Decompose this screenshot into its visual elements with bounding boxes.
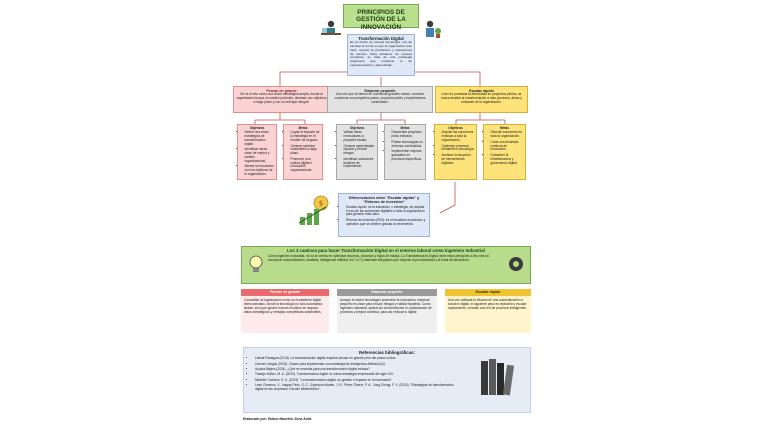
- branch-heading: Empezar pequeño: [364, 89, 396, 93]
- metas-label: Metas: [499, 125, 510, 130]
- list-item: Crear una dinámica continua de innovació…: [491, 140, 524, 153]
- lightbulb-icon: [249, 255, 263, 272]
- caminos-banner: Los 3 caminos para hacer Transformación …: [241, 246, 531, 284]
- objetivos-label: Objetivos: [249, 125, 265, 130]
- camino-card-text: Consolidar la organización como un ecosi…: [244, 297, 323, 314]
- list-item: Lean Cisneros, V., Vargas Pinto, S. C., …: [255, 383, 455, 392]
- camino-card-text: Una vez validada la eficacia de una auto…: [448, 297, 527, 310]
- branch-escalar-rapido: Escalar rápido Una vez probadas la efect…: [435, 86, 528, 113]
- metas-label: Metas: [400, 125, 410, 130]
- branch-empezar-pequeno: Empezar pequeño Una vez que se tienen en…: [327, 86, 433, 113]
- metas-pensar-grande: Metas Lograr el impacto de la estrategia…: [283, 124, 323, 180]
- list-item: Trabajo Núñez, M. A. (2020). Transformac…: [255, 372, 455, 377]
- branch-text: Una vez que se tienen en cuenta las gran…: [334, 92, 426, 105]
- objetivos-empezar-pequeno: Objetivos Validar ideas innovadoras a pe…: [336, 124, 378, 180]
- list-item: Escalar rápido: es la transición, o estr…: [346, 205, 427, 218]
- branch-heading: Escalar rápido: [469, 89, 494, 93]
- metas-escalar-rapido: Metas Difundir soluciones en toda la org…: [483, 124, 526, 180]
- objetivos-pensar-grande: Objetivos Definir una visión estratégica…: [237, 124, 277, 180]
- metas-empezar-pequeno: Metas Desarrollar proyectos piloto exito…: [384, 124, 426, 180]
- list-item: Lograr el impacto de la estrategia en el…: [291, 131, 321, 143]
- list-item: Retorno de inversión (ROI): es el result…: [346, 218, 427, 227]
- list-item: Generar aprendizajes rápidos y reducir r…: [344, 144, 376, 157]
- objetivos-label: Objetivos: [349, 125, 365, 130]
- transformacion-digital-box: Transformación Digital Es un hecho de in…: [347, 34, 415, 76]
- camino-card-escalar-rapido: Escalar rápido Una vez validada la efica…: [445, 289, 531, 333]
- list-item: Generar cambios sostenibles a largo plaz…: [291, 144, 321, 157]
- books-icon: [481, 359, 515, 396]
- list-item: Acelerar la adopción de herramientas dig…: [442, 153, 475, 166]
- list-item: Alinear la innovación con los objetivos …: [245, 165, 275, 177]
- list-item: Validar ideas innovadoras a pequeña esca…: [344, 131, 376, 143]
- objetivos-escalar-rapido: Objetivos Ampliar las soluciones exitosa…: [434, 124, 477, 180]
- growth-chart-illustration: $: [298, 195, 329, 225]
- camino-card-empezar-pequeno: Empezar pequeño Aunque el sector tecnoló…: [337, 289, 437, 333]
- transformacion-heading: Transformación Digital: [358, 36, 404, 41]
- list-item: Aryuda Nájera (2024). ¿Qué se necesita p…: [255, 367, 455, 372]
- list-item: Implementar mejoras graduales en proceso…: [392, 149, 424, 162]
- branch-text: Una vez probadas la efectividad en peque…: [441, 92, 522, 105]
- author-credit: Elaborado por: Edson Mauricio Zona Ávila: [243, 417, 312, 421]
- branch-heading: Pensar en grande: [266, 89, 297, 93]
- camino-card-heading: Pensar en grande: [241, 289, 329, 296]
- list-item: Definir una visión estratégica de transf…: [245, 131, 275, 147]
- objetivos-label: Objetivos: [448, 125, 463, 130]
- camino-card-text: Aunque el sector tecnológico promueve la…: [340, 297, 432, 314]
- caminos-heading: Los 3 caminos para hacer Transformación …: [287, 248, 485, 253]
- list-item: Optimizar procesos mediante la tecnologí…: [442, 144, 475, 153]
- gear-icon: [509, 257, 523, 271]
- list-item: Identificar áreas clave de mejora y camb…: [245, 148, 275, 164]
- list-item: Promover una cultura digital e innovació…: [291, 157, 321, 174]
- list-item: Probar tecnologías en entornos controlad…: [392, 140, 424, 149]
- page-title: PRINCIPIOS DE GESTIÓN DE LA INNOVACIÓN: [343, 4, 419, 31]
- references-heading: Referencias bibliográficas:: [358, 350, 416, 355]
- diferenciacion-heading: Diferenciación entre "Escalar rápido" y …: [348, 196, 420, 205]
- metas-label: Metas: [298, 125, 308, 130]
- list-item: Difundir soluciones en toda la organizac…: [491, 131, 524, 139]
- list-item: Ampliar las soluciones exitosas a toda l…: [442, 131, 475, 143]
- diferenciacion-box: Diferenciación entre "Escalar rápido" y …: [338, 193, 430, 237]
- camino-card-heading: Escalar rápido: [445, 289, 531, 296]
- list-item: Carmen Vargas (2023). Claves para implem…: [255, 362, 455, 367]
- list-item: Leticia Paniagua (2018). La transformaci…: [255, 357, 455, 361]
- person-desk-illustration: [321, 20, 341, 35]
- list-item: Medellín Cabrera, E. A. (2023). "La tran…: [255, 378, 455, 383]
- person-plants-illustration: [426, 20, 441, 38]
- transformacion-text: Es un hecho de innovar tecnología, uno d…: [350, 40, 412, 67]
- list-item: Desarrollar proyectos piloto exitosos.: [392, 131, 424, 139]
- svg-text:$: $: [319, 200, 323, 208]
- list-item: Identificar soluciones factibles de impl…: [344, 157, 376, 170]
- camino-card-heading: Empezar pequeño: [337, 289, 437, 296]
- caminos-text: Como ingeniero industrial, mi rol se cen…: [268, 254, 489, 263]
- branch-pensar-grande: Pensar en grande Se ve el reto como una …: [233, 86, 330, 113]
- list-item: Fortalecer la infraestructura y gobernan…: [491, 153, 524, 166]
- camino-card-pensar-grande: Pensar en grande Consolidar la organizac…: [241, 289, 329, 333]
- branch-text: Se ve el reto como una visión estratégic…: [236, 92, 327, 105]
